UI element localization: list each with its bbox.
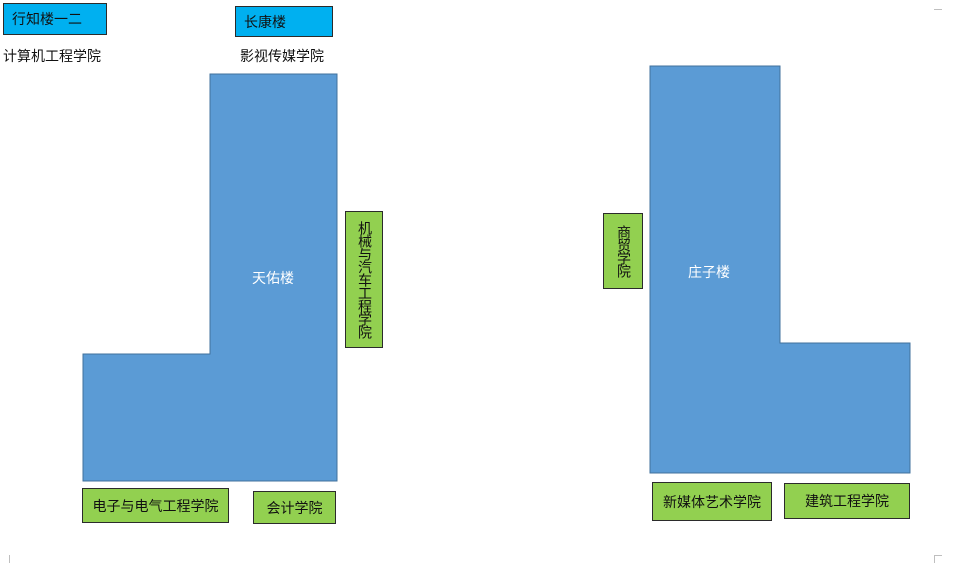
- page-corner-mark-top-right: [934, 2, 942, 10]
- commerce-college-box: 商贸学院: [603, 213, 643, 289]
- film-college-label: 影视传媒学院: [240, 49, 324, 65]
- changkang-building-label: 长康楼: [244, 14, 286, 31]
- architecture-college-label: 建筑工程学院: [805, 494, 889, 510]
- mechanical-college-box: 机械与汽车工程学院: [345, 211, 383, 348]
- zhuangzi-building-label: 庄子楼: [688, 265, 730, 281]
- tianyou-building-label: 天佑楼: [252, 271, 294, 287]
- accounting-college-label: 会计学院: [266, 500, 323, 517]
- electronic-college-label: 电子与电气工程学院: [92, 498, 219, 515]
- commerce-college-label: 商贸学院: [615, 225, 631, 277]
- electronic-college-box: 电子与电气工程学院: [82, 488, 229, 523]
- accounting-college-box: 会计学院: [253, 491, 336, 524]
- page-corner-mark-bottom-left: [2, 555, 10, 563]
- tianyou-building-shape: [82, 73, 338, 482]
- page-corner-mark-bottom-right: [934, 555, 942, 563]
- xingzhi-building-label: 行知楼一二: [12, 12, 82, 28]
- computer-college-label: 计算机工程学院: [3, 49, 101, 65]
- new-media-college-box: 新媒体艺术学院: [652, 482, 772, 521]
- xingzhi-building-box: 行知楼一二: [3, 3, 107, 35]
- changkang-building-box: 长康楼: [235, 6, 333, 37]
- architecture-college-box: 建筑工程学院: [784, 483, 910, 519]
- mechanical-college-label: 机械与汽车工程学院: [356, 221, 372, 338]
- new-media-college-label: 新媒体艺术学院: [663, 494, 761, 511]
- zhuangzi-building-shape: [649, 65, 911, 474]
